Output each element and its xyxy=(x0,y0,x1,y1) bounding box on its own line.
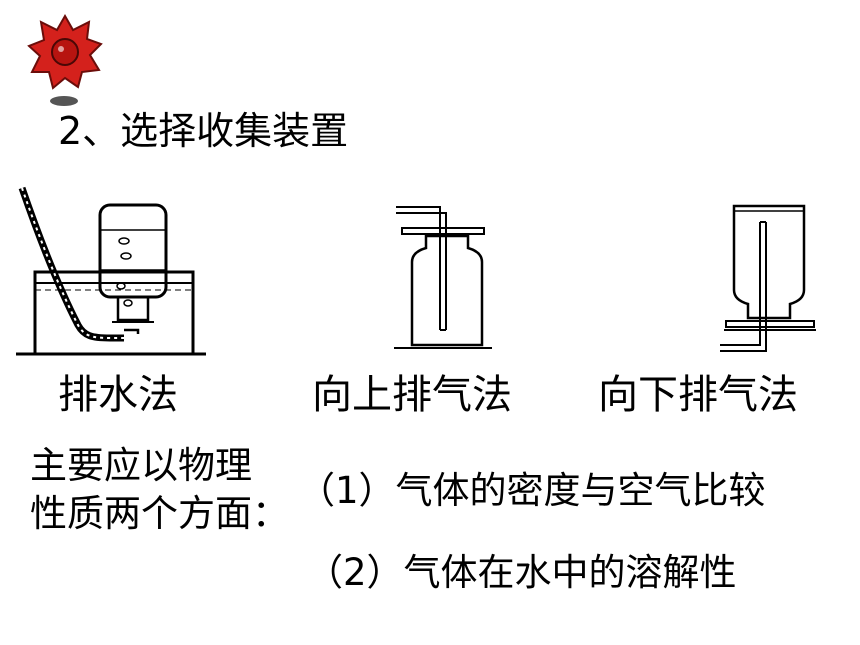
basis-intro: 主要应以物理 性质两个方面： xyxy=(30,442,289,538)
basis-intro-line1: 主要应以物理 xyxy=(30,444,252,487)
basis-intro-line2: 性质两个方面： xyxy=(30,492,289,535)
downward-air-displacement-apparatus-icon xyxy=(720,204,816,352)
basis-point-solubility: （2）气体在水中的溶解性 xyxy=(306,551,737,594)
basis-point-density: （1）气体的密度与空气比较 xyxy=(298,469,766,512)
section-heading: 2、选择收集装置 xyxy=(58,109,349,153)
water-displacement-apparatus-icon xyxy=(16,186,206,356)
label-upward-air-displacement: 向上排气法 xyxy=(312,372,512,418)
label-downward-air-displacement: 向下排气法 xyxy=(598,372,798,418)
upward-air-displacement-apparatus-icon xyxy=(394,206,492,349)
label-water-displacement: 排水法 xyxy=(58,372,178,418)
